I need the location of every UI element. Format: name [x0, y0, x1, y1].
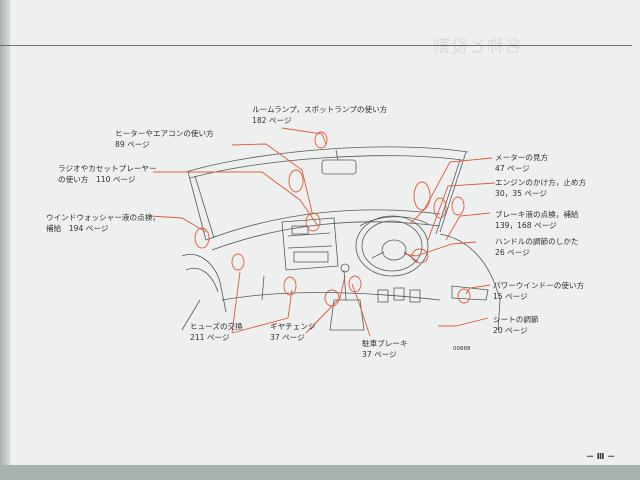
label-power-window-title: パワーウインドーの使い方 [493, 281, 585, 290]
label-washer-line2: 補給 194 ページ [46, 223, 160, 234]
label-washer: ウインドウォッシャー液の点検， 補給 194 ページ [46, 212, 160, 234]
page-binding-edge [0, 0, 10, 468]
label-meter: メーターの見方 47 ページ [495, 152, 548, 174]
leader-lines [149, 127, 496, 337]
label-brake-fluid-page: 139，168 ページ [495, 221, 557, 230]
label-heater-page: 89 ページ [115, 140, 150, 149]
label-gear-change: ギヤチェンジ 37 ページ [270, 321, 316, 343]
label-gear-page: 37 ページ [270, 333, 305, 342]
label-power-window: パワーウインドーの使い方 15 ページ [493, 280, 584, 302]
label-washer-title2: 補給 [46, 224, 62, 233]
label-engine-title: エンジンのかけ方，止め方 [495, 178, 587, 187]
label-brake-fluid-title: ブレーキ液の点検，補給 [495, 210, 579, 219]
label-meter-title: メーターの見方 [495, 153, 549, 162]
label-handle-title: ハンドルの調節のしかた [495, 237, 579, 246]
label-parking-brake-title: 駐車ブレーキ [362, 339, 408, 348]
label-radio-page: 110 ページ [95, 175, 136, 184]
label-fuse-page: 211 ページ [190, 333, 230, 342]
label-room-lamp-title: ルームランプ，スポットランプの使い方 [252, 105, 388, 114]
label-engine: エンジンのかけ方，止め方 30，35 ページ [495, 177, 586, 199]
page-number: － Ⅲ － [586, 452, 616, 461]
label-engine-page: 30，35 ページ [495, 189, 547, 198]
label-handle-page: 26 ページ [495, 248, 530, 257]
label-washer-title: ウインドウォッシャー液の点検， [46, 213, 160, 222]
label-radio-title: ラジオやカセットプレーヤー [58, 164, 157, 173]
label-parking-brake-page: 37 ページ [362, 350, 397, 359]
label-fuse-title: ヒューズの交換 [190, 322, 243, 331]
label-heater-title: ヒーターやエアコンの使い方 [115, 129, 214, 138]
dashboard-illustration [149, 127, 501, 337]
label-handle: ハンドルの調節のしかた 26 ページ [495, 236, 579, 258]
label-fuse: ヒューズの交換 211 ページ [190, 321, 243, 343]
label-room-lamp: ルームランプ，スポットランプの使い方 182 ページ [252, 104, 387, 126]
label-radio: ラジオやカセットプレーヤー の使い方 110 ページ [58, 163, 157, 185]
label-brake-fluid: ブレーキ液の点検，補給 139，168 ページ [495, 209, 579, 231]
label-meter-page: 47 ページ [495, 164, 530, 173]
header-rule [0, 45, 632, 46]
label-seat: シートの調節 20 ページ [493, 314, 539, 336]
label-seat-page: 20 ページ [493, 326, 528, 335]
label-gear-title: ギヤチェンジ [270, 322, 316, 331]
label-radio-line2: の使い方 110 ページ [58, 174, 157, 185]
label-washer-page: 194 ページ [68, 224, 109, 233]
table-surface [0, 465, 640, 480]
label-parking-brake: 駐車ブレーキ 37 ページ [362, 338, 408, 360]
label-power-window-page: 15 ページ [493, 292, 528, 301]
figure-code: 00888 [453, 346, 471, 352]
label-heater: ヒーターやエアコンの使い方 89 ページ [115, 128, 214, 150]
label-radio-title2: の使い方 [58, 175, 89, 184]
label-seat-title: シートの調節 [493, 315, 539, 324]
manual-page: 名称と役割 [0, 0, 640, 468]
label-room-lamp-page: 182 ページ [252, 116, 292, 125]
dashboard-linework [181, 146, 501, 331]
